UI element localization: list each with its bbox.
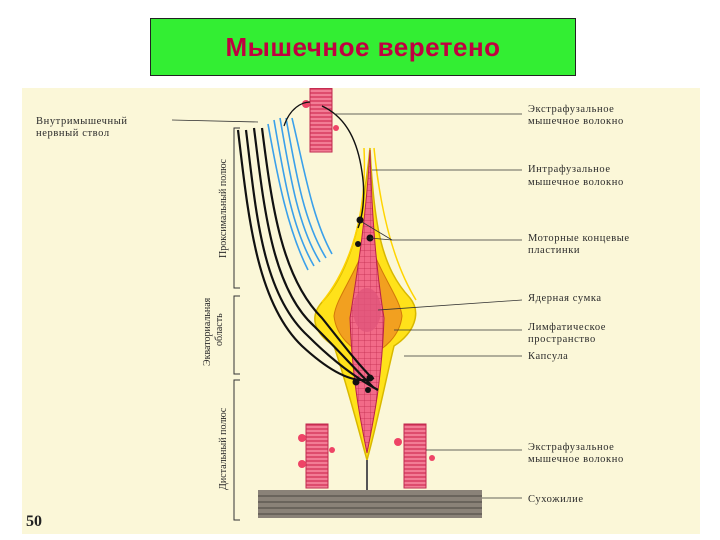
muscle-spindle-figure: Проксимальный полюс Экваториальная облас… [22, 87, 700, 534]
label-tendon: Сухожилие [528, 494, 584, 505]
label-nuclear-bag: Ядерная сумка [528, 293, 602, 304]
label-extrafusal-top-2: мышечное волокно [528, 116, 624, 127]
label-lymph-1: Лимфатическое [528, 322, 606, 333]
label-nerve-trunk-2: нервный ствол [36, 128, 110, 139]
title-box: Мышечное веретено [150, 18, 576, 76]
label-equatorial-1: Экваториальная [202, 297, 213, 366]
label-capsule: Капсула [528, 351, 568, 362]
extrafusal-fiber-bottom-right [394, 423, 435, 489]
label-motor-plates-2: пластинки [528, 245, 580, 256]
capsule-outline [321, 147, 417, 303]
label-proximal: Проксимальный полюс [218, 158, 229, 258]
label-motor-plates-1: Моторные концевые [528, 233, 630, 244]
page-number: 50 [26, 513, 42, 530]
muscle-spindle-diagram: Проксимальный полюс Экваториальная облас… [26, 87, 630, 530]
label-lymph-2: пространство [528, 334, 596, 345]
motor-nerve-to-spindle [321, 105, 365, 229]
leader-lines-right [334, 113, 523, 499]
nuclear-bag [353, 288, 381, 332]
lower-nerve-endings [352, 374, 374, 393]
label-intrafusal-1: Интрафузальное [528, 164, 611, 175]
label-extrafusal-bottom-2: мышечное волокно [528, 454, 624, 465]
leader-nerve-trunk [171, 119, 259, 123]
nerve-fibers-black [236, 127, 379, 391]
nerve-to-top-fiber [283, 101, 311, 127]
nerve-fibers-blue [267, 117, 333, 271]
extrafusal-fiber-top [302, 87, 339, 153]
slide-title: Мышечное веретено [225, 31, 501, 62]
extrafusal-fiber-bottom-left [298, 423, 335, 489]
label-nerve-trunk-1: Внутримышечный [36, 116, 128, 127]
tendon [258, 460, 482, 518]
label-distal: Дистальный полюс [218, 407, 229, 490]
label-intrafusal-2: мышечное волокно [528, 177, 624, 188]
label-extrafusal-bottom-1: Экстрафузальное [528, 442, 614, 453]
label-equatorial-2: область [214, 313, 225, 346]
label-extrafusal-top-1: Экстрафузальное [528, 104, 614, 115]
region-brackets [233, 127, 240, 521]
